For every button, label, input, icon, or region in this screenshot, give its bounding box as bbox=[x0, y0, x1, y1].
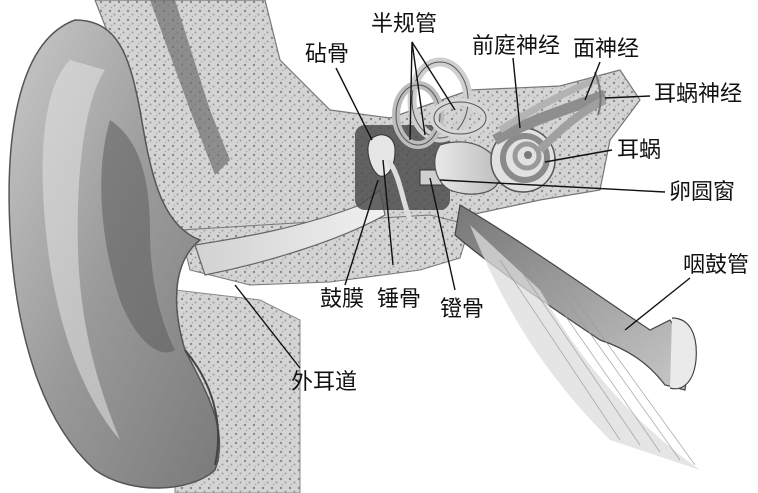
label-facial-nerve: 面神经 bbox=[573, 37, 639, 63]
label-cochlear-nerve: 耳蜗神经 bbox=[654, 82, 742, 108]
label-cochlea: 耳蜗 bbox=[617, 138, 661, 164]
label-incus: 砧骨 bbox=[305, 42, 349, 68]
label-semicircular-canals: 半规管 bbox=[371, 12, 437, 38]
label-stapes: 镫骨 bbox=[440, 297, 484, 323]
label-oval-window: 卵圆窗 bbox=[669, 180, 735, 206]
label-ear-canal: 外耳道 bbox=[291, 370, 357, 396]
label-eardrum: 鼓膜 bbox=[320, 287, 364, 313]
label-malleus: 锤骨 bbox=[377, 287, 421, 313]
label-vestibular-nerve: 前庭神经 bbox=[472, 34, 560, 60]
label-eustachian-tube: 咽鼓管 bbox=[683, 253, 749, 279]
eustachian-tube-shape bbox=[455, 205, 700, 470]
